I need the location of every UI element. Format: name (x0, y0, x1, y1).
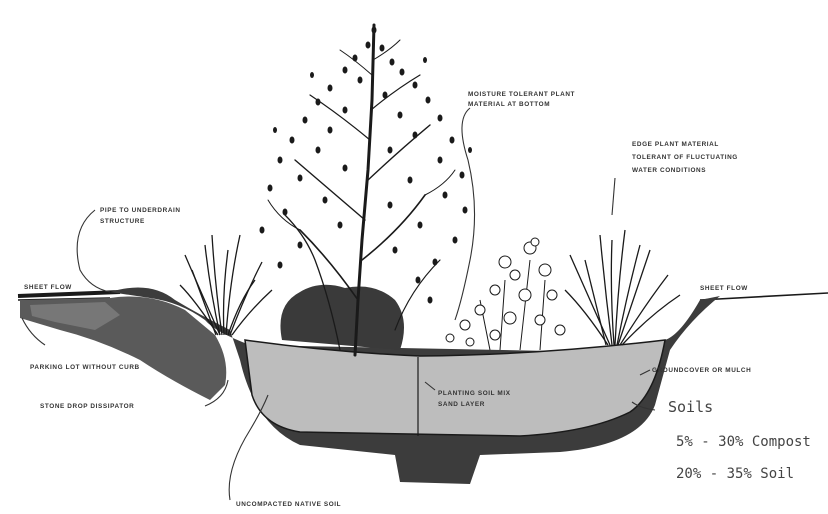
label-native-soil: UNCOMPACTED NATIVE SOIL (236, 501, 341, 508)
label-center-line2: SAND LAYER (438, 401, 485, 408)
label-edge-plant-line1: EDGE PLANT MATERIAL (632, 141, 719, 148)
label-center-line1: PLANTING SOIL MIX (438, 390, 511, 397)
label-groundcover: GROUNDCOVER OR MULCH (652, 367, 751, 374)
handwritten-soils: Soils (668, 398, 713, 416)
label-left-top-line1: PIPE TO UNDERDRAIN (100, 207, 181, 214)
handwritten-compost: 5% - 30% Compost (676, 434, 811, 450)
label-parking-lot: PARKING LOT WITHOUT CURB (30, 364, 140, 371)
label-left-top-line2: STRUCTURE (100, 218, 145, 225)
label-moisture-tolerant-line1: MOISTURE TOLERANT PLANT (468, 91, 575, 98)
label-moisture-tolerant-line2: MATERIAL AT BOTTOM (468, 101, 550, 108)
label-edge-plant-line3: WATER CONDITIONS (632, 167, 706, 174)
tree-foliage (260, 27, 473, 304)
label-sheet-flow-right: SHEET FLOW (700, 285, 748, 292)
right-grass (565, 230, 680, 345)
label-sheet-flow-left: SHEET FLOW (24, 284, 72, 291)
label-stone-drop: STONE DROP DISSIPATOR (40, 403, 134, 410)
handwritten-soil-pct: 20% - 35% Soil (676, 466, 794, 482)
label-edge-plant-line2: TOLERANT OF FLUCTUATING (632, 154, 738, 161)
right-shrub (446, 238, 565, 350)
shrub-mass (280, 285, 404, 350)
